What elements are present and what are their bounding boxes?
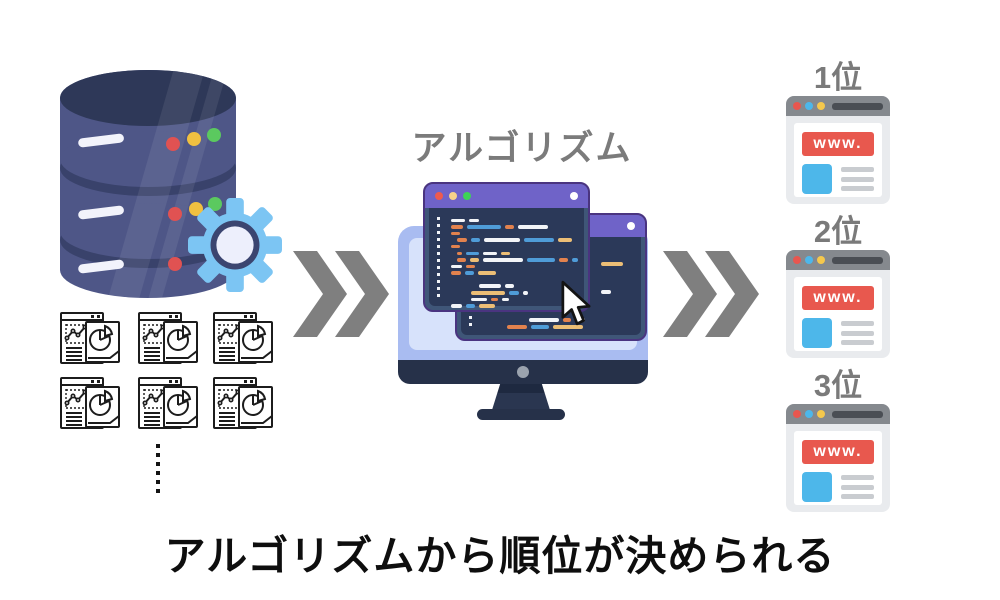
doc-report-icon xyxy=(58,375,122,433)
ellipsis-dots xyxy=(156,444,160,493)
window-titlebar xyxy=(425,184,588,208)
database-icon xyxy=(60,70,236,298)
text-lines xyxy=(841,472,874,502)
text-lines xyxy=(841,164,874,194)
minimize-dot-icon xyxy=(627,222,635,230)
browser-titlebar xyxy=(786,96,890,116)
algorithm-label: アルゴリズム xyxy=(411,129,633,168)
browser-dot-icon xyxy=(793,256,801,264)
browser-dot-icon xyxy=(817,256,825,264)
rank-3-label: 3位 xyxy=(813,368,863,403)
doc-report-icon xyxy=(58,310,122,368)
maximize-dot-icon xyxy=(463,192,471,200)
thumbnail xyxy=(802,164,832,194)
www-banner: www. xyxy=(802,132,874,156)
browser-dot-icon xyxy=(793,410,801,418)
browser-window-icon: www. xyxy=(786,404,890,512)
address-bar xyxy=(832,410,883,418)
doc-report-icon xyxy=(211,310,275,368)
browser-content: www. xyxy=(794,431,882,505)
flow-arrow-left xyxy=(293,251,389,337)
browser-window-icon: www. xyxy=(786,96,890,204)
browser-titlebar xyxy=(786,250,890,270)
browser-dot-icon xyxy=(805,410,813,418)
line-number-gutter xyxy=(437,217,440,298)
rank-1-label: 1位 xyxy=(813,60,863,95)
mouse-cursor-icon xyxy=(561,280,591,326)
browser-dot-icon xyxy=(805,102,813,110)
camera-dot-icon xyxy=(517,366,529,378)
browser-content: www. xyxy=(794,277,882,351)
monitor-base xyxy=(477,409,565,420)
monitor-stand xyxy=(492,384,550,410)
doc-report-icon xyxy=(136,310,200,368)
close-dot-icon xyxy=(435,192,443,200)
database-highlight-dashes xyxy=(78,133,124,274)
text-lines xyxy=(841,318,874,348)
browser-titlebar xyxy=(786,404,890,424)
doc-report-icon xyxy=(211,375,275,433)
browser-window-icon: www. xyxy=(786,250,890,358)
rank-2-label: 2位 xyxy=(813,214,863,249)
address-bar xyxy=(832,256,883,264)
caption: アルゴリズムから順位が決められる xyxy=(164,533,836,579)
database-status-dots xyxy=(166,128,222,271)
thumbnail xyxy=(802,472,832,502)
minimize-dot-icon xyxy=(449,192,457,200)
doc-report-icon xyxy=(136,375,200,433)
browser-dot-icon xyxy=(817,410,825,418)
window-dot-icon xyxy=(570,192,578,200)
browser-content: www. xyxy=(794,123,882,197)
www-banner: www. xyxy=(802,286,874,310)
browser-dot-icon xyxy=(805,256,813,264)
address-bar xyxy=(832,102,883,110)
code-editor-area xyxy=(429,208,584,308)
browser-dot-icon xyxy=(817,102,825,110)
gear-icon xyxy=(188,198,282,292)
browser-dot-icon xyxy=(793,102,801,110)
www-banner: www. xyxy=(802,440,874,464)
thumbnail xyxy=(802,318,832,348)
flow-arrow-right xyxy=(663,251,759,337)
